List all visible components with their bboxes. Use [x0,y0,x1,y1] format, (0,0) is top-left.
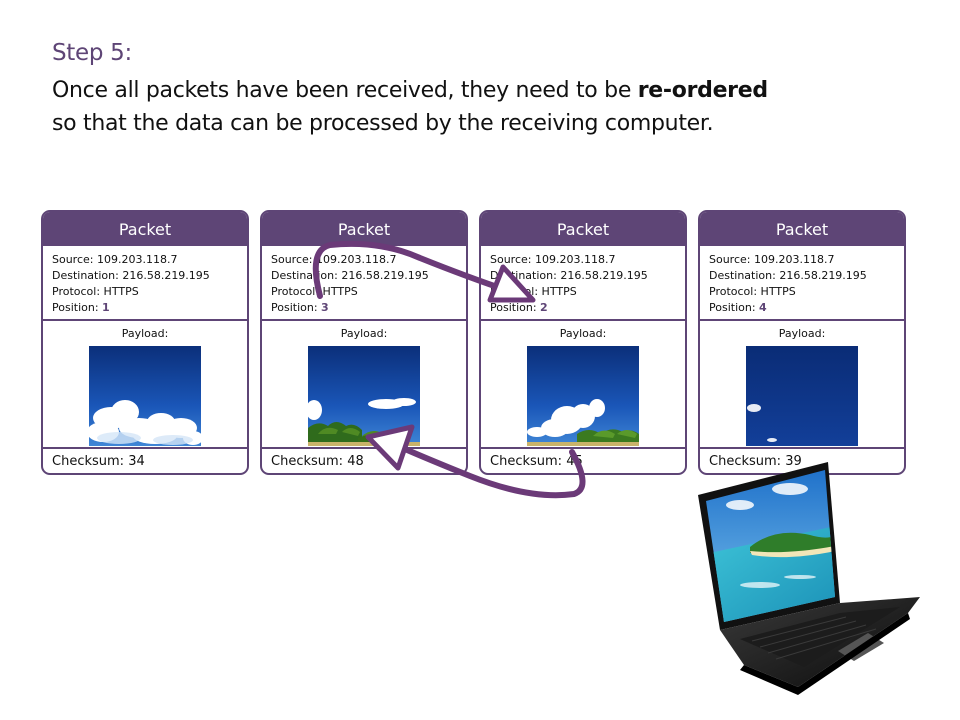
packet-header: Packet [43,212,247,246]
position-value: 4 [759,301,767,314]
destination-label: Destination: [709,269,776,282]
protocol-label: Protocol: [271,285,320,298]
laptop-beach-image [698,462,920,695]
packet-info: Source: 109.203.118.7 Destination: 216.5… [481,246,685,321]
cloud-palm-image [527,346,639,446]
packet-position: Position: 4 [709,300,895,316]
packet-info: Source: 109.203.118.7 Destination: 216.5… [43,246,247,321]
packet-info: Source: 109.203.118.7 Destination: 216.5… [262,246,466,321]
packet-checksum: Checksum: 45 [481,449,685,473]
packet-source: Source: 109.203.118.7 [490,252,676,268]
palm-trees-sky-image [308,346,420,446]
source-value: 109.203.118.7 [535,253,616,266]
payload-label: Payload: [559,327,607,340]
payload-label: Payload: [121,327,169,340]
step-description: Once all packets have been received, the… [52,74,872,140]
destination-value: 216.58.219.195 [779,269,867,282]
packet-destination: Destination: 216.58.219.195 [490,268,676,284]
packet-destination: Destination: 216.58.219.195 [271,268,457,284]
packet-card: Packet Source: 109.203.118.7 Destination… [260,210,468,475]
packet-checksum: Checksum: 48 [262,449,466,473]
checksum-value: 39 [785,454,802,469]
packet-card: Packet Source: 109.203.118.7 Destination… [479,210,687,475]
checksum-value: 45 [566,454,583,469]
packet-destination: Destination: 216.58.219.195 [709,268,895,284]
packet-header: Packet [481,212,685,246]
packet-position: Position: 1 [52,300,238,316]
packet-protocol: Protocol: HTTPS [490,284,676,300]
packet-destination: Destination: 216.58.219.195 [52,268,238,284]
packet-info: Source: 109.203.118.7 Destination: 216.5… [700,246,904,321]
packet-protocol: Protocol: HTTPS [52,284,238,300]
blue-sky-image [746,346,858,446]
packet-source: Source: 109.203.118.7 [271,252,457,268]
protocol-value: HTTPS [760,285,796,298]
position-label: Position: [271,301,318,314]
destination-value: 216.58.219.195 [122,269,210,282]
packet-payload: Payload: [43,321,247,449]
packet-checksum: Checksum: 34 [43,449,247,473]
packet-protocol: Protocol: HTTPS [271,284,457,300]
protocol-value: HTTPS [322,285,358,298]
position-label: Position: [52,301,99,314]
source-label: Source: [271,253,313,266]
packet-position: Position: 2 [490,300,676,316]
protocol-label: Protocol: [709,285,758,298]
source-label: Source: [709,253,751,266]
protocol-value: HTTPS [103,285,139,298]
packet-payload: Payload: [700,321,904,449]
position-value: 1 [102,301,110,314]
step-line-2: so that the data can be processed by the… [52,111,714,136]
checksum-value: 48 [347,454,364,469]
packet-payload: Payload: [481,321,685,449]
source-value: 109.203.118.7 [316,253,397,266]
destination-value: 216.58.219.195 [341,269,429,282]
protocol-label: Protocol: [490,285,539,298]
payload-label: Payload: [778,327,826,340]
emphasis-reordered: re-ordered [637,78,768,103]
checksum-value: 34 [128,454,145,469]
checksum-label: Checksum: [709,454,782,469]
checksum-label: Checksum: [52,454,125,469]
position-label: Position: [490,301,537,314]
destination-label: Destination: [490,269,557,282]
position-label: Position: [709,301,756,314]
step-title: Step 5: [52,40,132,66]
destination-label: Destination: [271,269,338,282]
destination-label: Destination: [52,269,119,282]
packet-protocol: Protocol: HTTPS [709,284,895,300]
position-value: 3 [321,301,329,314]
checksum-label: Checksum: [490,454,563,469]
packet-source: Source: 109.203.118.7 [52,252,238,268]
checksum-label: Checksum: [271,454,344,469]
source-value: 109.203.118.7 [754,253,835,266]
step-line-1: Once all packets have been received, the… [52,74,872,107]
step-line-1-text: Once all packets have been received, the… [52,78,638,103]
protocol-value: HTTPS [541,285,577,298]
packet-header: Packet [700,212,904,246]
destination-value: 216.58.219.195 [560,269,648,282]
packet-card: Packet Source: 109.203.118.7 Destination… [698,210,906,475]
packet-card: Packet Source: 109.203.118.7 Destination… [41,210,249,475]
payload-label: Payload: [340,327,388,340]
position-value: 2 [540,301,548,314]
source-label: Source: [52,253,94,266]
source-value: 109.203.118.7 [97,253,178,266]
source-label: Source: [490,253,532,266]
packet-header: Packet [262,212,466,246]
packet-payload: Payload: [262,321,466,449]
packet-checksum: Checksum: 39 [700,449,904,473]
packet-position: Position: 3 [271,300,457,316]
clouds-sky-image [89,346,201,446]
packet-source: Source: 109.203.118.7 [709,252,895,268]
protocol-label: Protocol: [52,285,101,298]
